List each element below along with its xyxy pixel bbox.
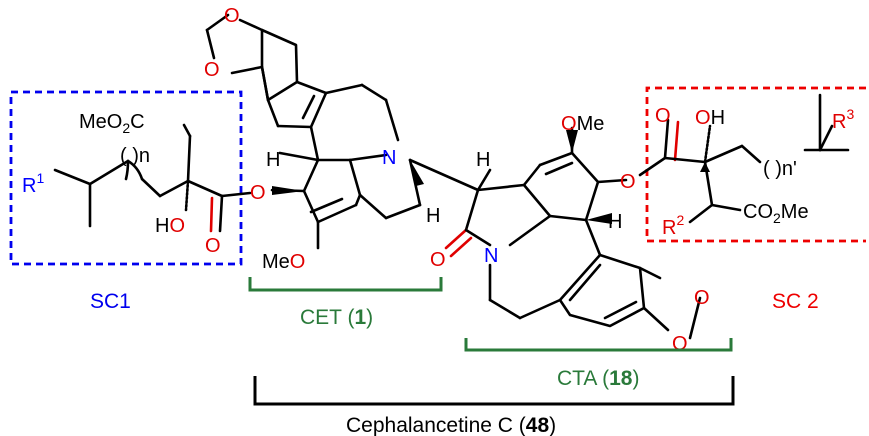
wedge-cta-2 (586, 213, 612, 224)
cta-h-top: H (476, 149, 490, 171)
wedge-cet-1 (272, 186, 304, 195)
cta-core-bonds (444, 126, 702, 340)
sc2-hydroxyl: OH (695, 107, 725, 129)
meo2c-group: MeO2C (79, 111, 145, 136)
cet-h-left: H (266, 149, 280, 171)
cta-methoxy: OMe (561, 113, 604, 135)
wedge-sc2 (700, 162, 710, 172)
sc2-label: SC 2 (772, 290, 819, 313)
sc1-bonds (53, 123, 252, 233)
r1-group: R1 (22, 170, 44, 197)
co2me-group: CO2Me (743, 201, 809, 226)
dioxole-o-top-left: O (224, 5, 240, 27)
r3-group: R3 (832, 106, 854, 133)
hydroxyl-left: HO (155, 215, 185, 237)
cta-ester-o: O (620, 171, 636, 193)
carbonyl-o-left: O (205, 235, 221, 257)
sc1-box (9, 90, 243, 266)
sc2-n-prime: ( )n' (763, 158, 797, 180)
cet-bracket (248, 277, 443, 292)
cta-h-right: H (608, 211, 622, 233)
cta-bracket (464, 338, 733, 352)
wedge-cet-2 (410, 160, 424, 186)
cta-nitrogen: N (484, 245, 498, 267)
sc1-label: SC1 (90, 290, 131, 313)
dioxole-o-right-bottom: O (672, 333, 688, 355)
cet-core-bonds (205, 13, 480, 250)
n-subscript-left: ( )n (120, 145, 150, 167)
cet-methoxy: MeO (262, 251, 305, 273)
sc2-carbonyl-o: O (655, 105, 671, 127)
cephalancetine-label: Cephalancetine C (48) (346, 414, 556, 436)
cephalancetine-bracket (253, 376, 735, 406)
cet-nitrogen: N (382, 147, 396, 169)
sc2-bonds (638, 93, 850, 224)
dioxole-o-bottom-left: O (204, 59, 220, 81)
wedge-cta-1 (566, 130, 578, 153)
dioxole-o-right-top: O (694, 287, 710, 309)
cet-h-right: H (426, 205, 440, 227)
cet-label: CET (1) (300, 306, 373, 329)
ester-o-left: O (250, 182, 266, 204)
cta-label: CTA (18) (557, 367, 639, 390)
sc2-box (645, 86, 866, 243)
cta-carbonyl-o: O (430, 249, 446, 271)
r2-group: R2 (662, 212, 684, 239)
